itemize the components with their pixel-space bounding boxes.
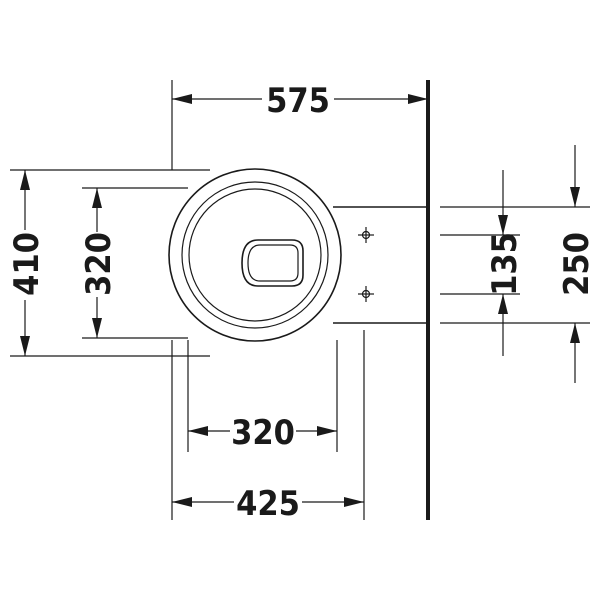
dimension-width-inner: 320 (79, 188, 119, 338)
bowl-neck (333, 206, 428, 324)
drain-outlet-inner (247, 244, 299, 282)
dimension-width-total-label: 410 (7, 232, 47, 296)
dimension-bottom-inner-label: 320 (231, 413, 295, 453)
toilet-bowl (168, 168, 428, 342)
dimension-depth-total-label: 575 (266, 81, 330, 121)
dimension-hole-spacing-label: 135 (485, 232, 525, 296)
dimension-hole-spacing: 135 (485, 170, 525, 356)
dimension-bottom-outer: 425 (172, 484, 364, 524)
bowl-outer-rim (168, 168, 342, 342)
bowl-basin (188, 188, 322, 322)
fixing-hole-top (358, 227, 374, 243)
dimension-height-ref-label: 250 (557, 232, 597, 296)
dimension-width-inner-label: 320 (79, 232, 119, 296)
extension-lines (10, 80, 590, 520)
fixing-hole-bottom (358, 286, 374, 302)
dimension-depth-total: 575 (172, 81, 428, 121)
drain-outlet (241, 239, 304, 287)
bowl-inner-rim (181, 181, 329, 329)
dimension-bottom-inner: 320 (188, 413, 337, 453)
dimension-width-total: 410 (7, 170, 47, 356)
dimension-height-ref: 250 (557, 145, 597, 383)
dimension-bottom-outer-label: 425 (236, 484, 300, 524)
